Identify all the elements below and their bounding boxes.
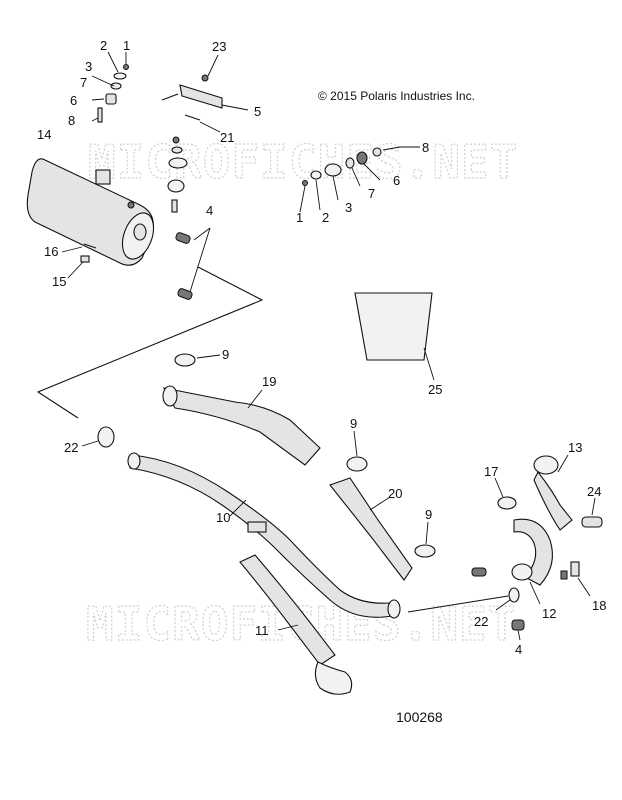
watermark-top: MICROFICHES.NET xyxy=(88,135,518,189)
callout-22-right: 22 xyxy=(474,614,488,629)
callout-9-top: 9 xyxy=(222,347,229,362)
callout-13: 13 xyxy=(568,440,582,455)
callout-6-top: 6 xyxy=(70,93,77,108)
muffler-bracket-part-5 xyxy=(161,54,249,133)
callout-1-right: 1 xyxy=(296,210,303,225)
callout-8-right: 8 xyxy=(422,140,429,155)
callout-3-right: 3 xyxy=(345,200,352,215)
callout-6-right: 6 xyxy=(393,173,400,188)
muffler-part-14 xyxy=(26,158,155,266)
copyright-text: © 2015 Polaris Industries Inc. xyxy=(318,89,475,103)
callout-5: 5 xyxy=(254,104,261,119)
callout-21: 21 xyxy=(220,130,234,145)
callout-19: 19 xyxy=(262,374,276,389)
callout-23: 23 xyxy=(212,39,226,54)
callout-17: 17 xyxy=(484,464,498,479)
callout-4-top: 4 xyxy=(206,203,213,218)
clamp-part-9-top xyxy=(174,353,221,367)
gasket-part-22-right xyxy=(495,587,520,611)
heat-shield-part-19 xyxy=(162,385,321,466)
elbow-pipe-part-12 xyxy=(511,518,553,605)
gasket-part-22-left xyxy=(81,426,115,448)
muffler-springs-part-4 xyxy=(175,227,211,300)
callout-7-top: 7 xyxy=(80,75,87,90)
link-pipe-part-11 xyxy=(239,554,353,695)
callout-2-right: 2 xyxy=(322,210,329,225)
callout-10: 10 xyxy=(216,510,230,525)
callout-2-top: 2 xyxy=(100,38,107,53)
muffler-isolator-stack xyxy=(167,136,188,213)
callout-12: 12 xyxy=(542,606,556,621)
callout-11: 11 xyxy=(255,623,269,638)
callout-24: 24 xyxy=(587,484,601,499)
callout-9-right: 9 xyxy=(425,507,432,522)
cap-part-24 xyxy=(581,497,603,528)
flange-part-13 xyxy=(533,454,573,531)
springs-part-4-lower xyxy=(471,567,525,641)
clamp-part-9-right xyxy=(414,521,436,558)
callout-3-top: 3 xyxy=(85,59,92,74)
label-part-25 xyxy=(354,292,435,381)
heat-shield-part-20 xyxy=(329,477,413,581)
sensor-part-18 xyxy=(560,561,591,597)
callout-7-right: 7 xyxy=(368,186,375,201)
callout-1-top: 1 xyxy=(123,38,130,53)
callout-25: 25 xyxy=(428,382,442,397)
head-pipe-part-10 xyxy=(127,452,401,619)
right-mount-hardware xyxy=(299,146,420,213)
callout-9-middle: 9 xyxy=(350,416,357,431)
callout-18: 18 xyxy=(592,598,606,613)
muffler-mount-hardware xyxy=(91,51,129,123)
callout-16: 16 xyxy=(44,244,58,259)
gasket-part-17 xyxy=(494,477,517,510)
leader-gasket-22 xyxy=(407,595,509,613)
callout-8-top: 8 xyxy=(68,113,75,128)
callout-4-bottom: 4 xyxy=(515,642,522,657)
small-hardware-15-16 xyxy=(61,243,97,279)
callout-15: 15 xyxy=(52,274,66,289)
callout-22-left: 22 xyxy=(64,440,78,455)
clamp-part-9-middle xyxy=(346,430,368,472)
section-separator-line xyxy=(36,266,264,419)
callout-20: 20 xyxy=(388,486,402,501)
figure-number: 100268 xyxy=(396,709,443,725)
callout-14: 14 xyxy=(37,127,51,142)
